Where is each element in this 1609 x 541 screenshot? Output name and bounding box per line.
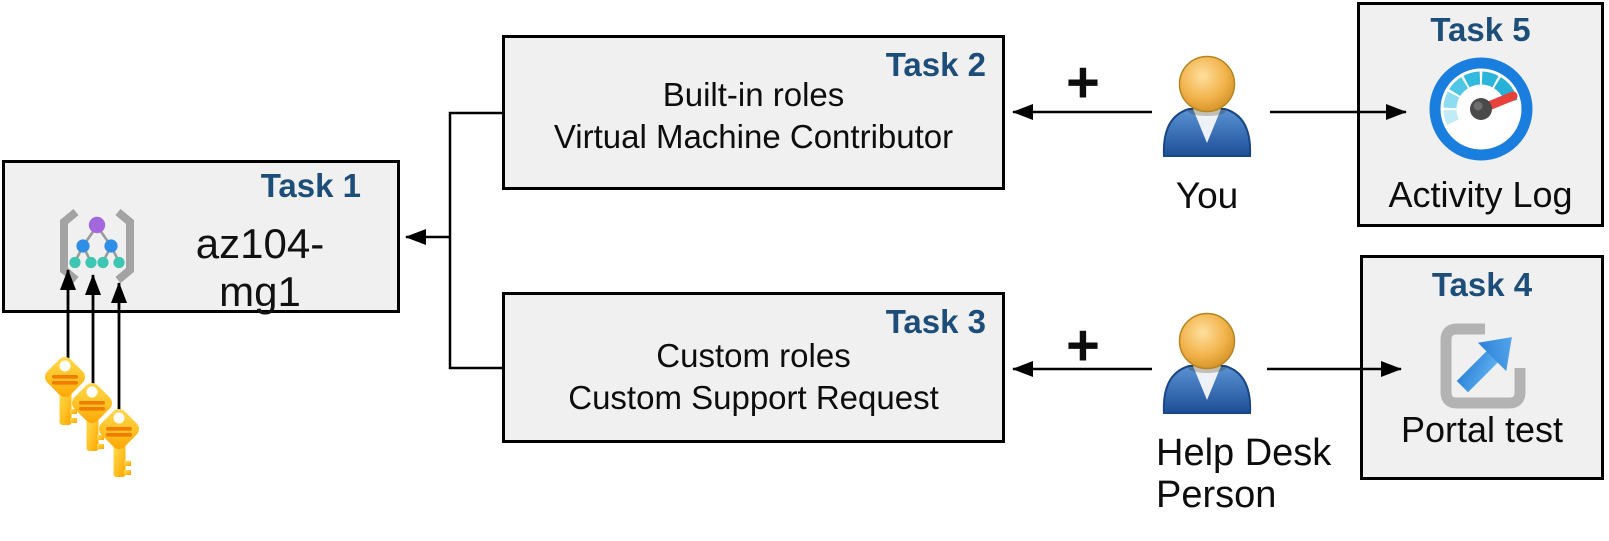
task1-label: Task 1 bbox=[260, 167, 361, 204]
portal-test-external-link-icon bbox=[1440, 323, 1526, 409]
key-icon bbox=[44, 356, 86, 425]
actor-help-desk-label-line1: Help Desk bbox=[1156, 432, 1332, 474]
person-icon bbox=[1162, 55, 1252, 157]
task2-box: Task 2 Built-in roles Virtual Machine Co… bbox=[502, 35, 1005, 190]
task3-line2: Custom Support Request bbox=[568, 379, 939, 416]
task4-label: Task 4 bbox=[1431, 266, 1533, 303]
task1-box: Task 1 az104-mg1 bbox=[2, 160, 400, 315]
key-icon bbox=[71, 382, 113, 451]
external-link-frame bbox=[1440, 323, 1526, 409]
management-group-icon bbox=[60, 209, 134, 283]
task5-caption: Activity Log bbox=[1388, 174, 1573, 215]
task2-line2: Virtual Machine Contributor bbox=[553, 118, 954, 155]
task4-caption: Portal test bbox=[1400, 409, 1564, 450]
actor-help-desk: Help Desk Person bbox=[1156, 312, 1332, 516]
connector-task2-task3 bbox=[448, 111, 503, 370]
task3-label: Task 3 bbox=[885, 303, 986, 340]
task2-line1: Built-in roles bbox=[662, 76, 845, 113]
management-group-tree bbox=[69, 216, 125, 269]
management-group-name: az104-mg1 bbox=[195, 220, 325, 315]
task5-label: Task 5 bbox=[1430, 11, 1531, 48]
task4-box: Task 4 Portal test bbox=[1360, 255, 1604, 480]
task2-label: Task 2 bbox=[885, 46, 986, 83]
actor-help-desk-label-line2: Person bbox=[1156, 474, 1277, 516]
plus-sign-top: + bbox=[1066, 50, 1100, 115]
person-icon bbox=[1162, 312, 1252, 414]
external-link-arrow bbox=[1456, 337, 1512, 393]
plus-sign-bottom: + bbox=[1066, 313, 1100, 378]
actor-you: You bbox=[1157, 55, 1257, 217]
task3-box: Task 3 Custom roles Custom Support Reque… bbox=[502, 292, 1005, 443]
task5-box: Task 5 Activity Log bbox=[1357, 2, 1604, 227]
key-icon bbox=[98, 408, 140, 477]
task3-line1: Custom roles bbox=[656, 337, 851, 374]
actor-you-label: You bbox=[1175, 175, 1239, 216]
activity-log-gauge-icon bbox=[1429, 57, 1533, 161]
